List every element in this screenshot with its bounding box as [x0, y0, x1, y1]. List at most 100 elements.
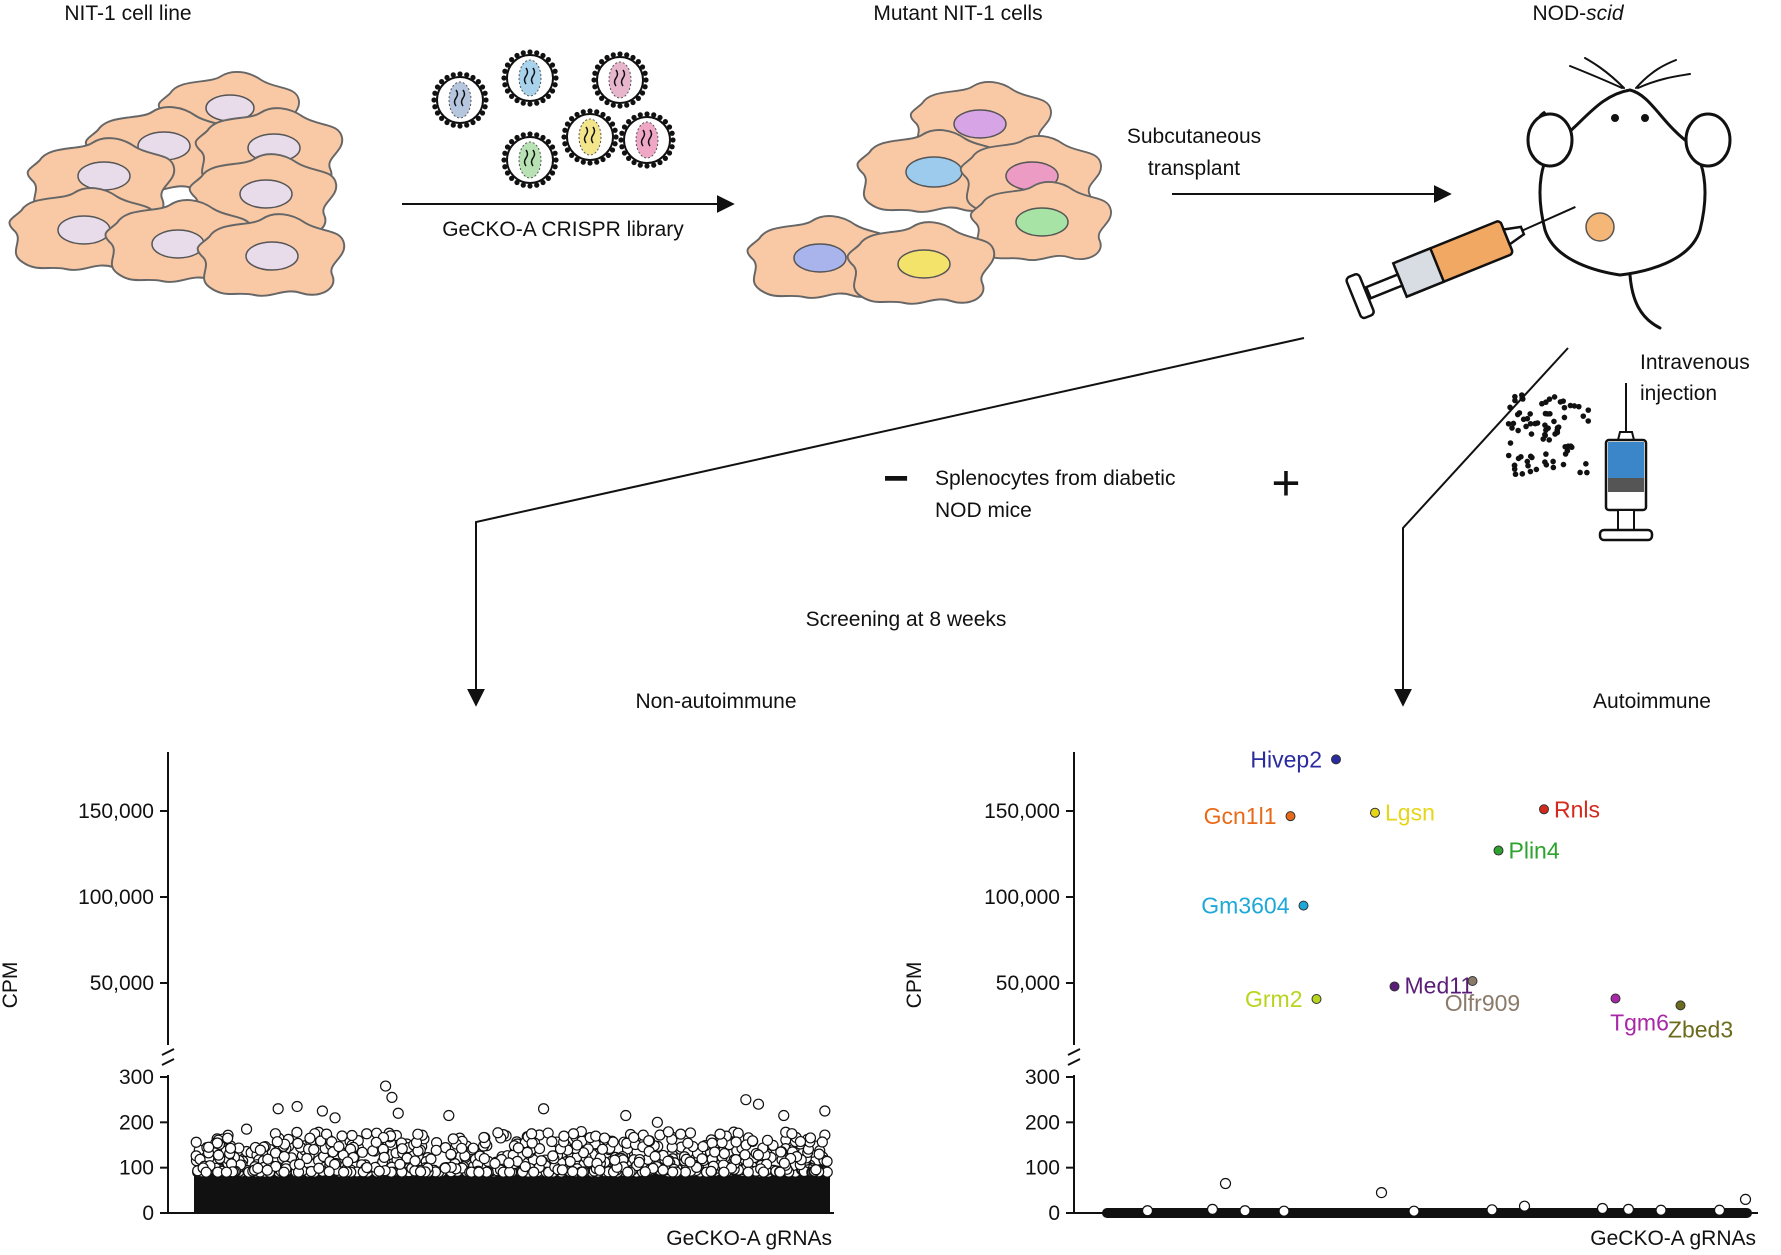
virus-spike [504, 144, 511, 150]
splenocyte-dot [1551, 394, 1558, 400]
virus-spike [609, 147, 616, 153]
virus-spike [644, 111, 650, 117]
data-point [293, 1158, 306, 1170]
data-point [519, 1160, 531, 1173]
virus-spike [574, 111, 580, 118]
data-point [567, 1128, 580, 1140]
virus-spike [540, 134, 546, 141]
gene-label-gm3604: Gm3604 [1201, 893, 1289, 919]
virus-spike [631, 159, 637, 166]
data-point [338, 1166, 350, 1178]
data-point [718, 1166, 730, 1178]
virus-spike [619, 144, 625, 150]
virus-spike [600, 111, 606, 118]
y-axis-break-mark [1067, 1048, 1081, 1066]
data-point-outlier [380, 1080, 392, 1092]
data-point [1278, 1205, 1290, 1217]
virus-spike [621, 150, 628, 156]
virus-spike [642, 84, 648, 90]
data-point [816, 1136, 828, 1148]
virus-spike [669, 144, 675, 150]
virus-capsid [578, 118, 602, 156]
virus-spike [635, 95, 641, 101]
virus-spike [470, 74, 476, 81]
screening-label: Screening at 8 weeks [806, 608, 1007, 631]
virus-spike [639, 64, 646, 70]
splenocyte-dot [1542, 422, 1548, 428]
mutant-cell-cluster [746, 80, 1113, 305]
data-point [1518, 1200, 1531, 1212]
data-point [786, 1128, 798, 1140]
splenocyte-dot [1510, 420, 1517, 427]
virus-spike [502, 164, 508, 170]
data-point-outlier [240, 1123, 253, 1135]
chart-non-autoimmune: Non-autoimmune010020030050,000100,000150… [0, 690, 834, 1250]
virus-spike [617, 51, 623, 57]
data-point [313, 1162, 325, 1174]
gene-label-gcn1l1: Gcn1l1 [1204, 803, 1277, 829]
data-point [430, 1144, 442, 1156]
splenocyte-dot [1565, 443, 1572, 449]
data-point [396, 1143, 408, 1155]
virus-spike [594, 109, 600, 115]
x-axis-label: GeCKO-A gRNAs [666, 1227, 832, 1250]
splenocyte-dot [1540, 436, 1547, 442]
virus-spike [564, 147, 571, 153]
data-point [810, 1164, 822, 1176]
virus-spike [450, 72, 456, 78]
virus-spike [464, 122, 470, 128]
splenocyte-dot [1519, 471, 1526, 477]
data-point [512, 1142, 524, 1154]
right-branch-arrow [1394, 347, 1569, 707]
virus-spike [502, 82, 508, 88]
data-point [821, 1155, 833, 1167]
data-point [200, 1166, 212, 1178]
data-point [662, 1126, 675, 1138]
virus-spike [594, 159, 600, 165]
data-point [361, 1128, 373, 1140]
gene-label-tgm6: Tgm6 [1610, 1009, 1669, 1035]
virus-spike [610, 52, 616, 58]
splenocyte-dot [1571, 403, 1578, 409]
splenocyte-dot [1505, 452, 1512, 459]
virus-spike [549, 144, 556, 150]
virus-spike [514, 97, 520, 104]
data-point [278, 1166, 290, 1178]
highlight-point-gcn1l1 [1285, 811, 1296, 822]
virus-spike [635, 59, 641, 65]
data-point [696, 1153, 708, 1165]
data-point [346, 1129, 358, 1142]
virus-spike [609, 121, 616, 127]
data-point [262, 1153, 274, 1165]
data-point [533, 1143, 546, 1155]
data-point [705, 1165, 717, 1177]
plus-symbol: + [1271, 455, 1300, 511]
y-tick-label: 150,000 [984, 800, 1060, 823]
splenocyte-dot [1584, 469, 1590, 476]
virus-spike [527, 49, 533, 55]
splenocyte-dot [1515, 455, 1522, 462]
virus-spike [527, 131, 533, 137]
data-point [1408, 1205, 1420, 1217]
splenocyte-dots [1505, 392, 1592, 478]
data-point [342, 1156, 354, 1168]
virus-spike [482, 90, 488, 96]
data-point [775, 1146, 787, 1158]
data-point [1206, 1203, 1219, 1215]
virus-spike [520, 182, 526, 188]
virus-spike [501, 75, 507, 81]
data-point [662, 1155, 674, 1167]
virus-spike [549, 170, 556, 176]
data-point [356, 1146, 368, 1158]
gene-label-plin4: Plin4 [1509, 838, 1560, 864]
data-point [697, 1140, 709, 1153]
data-point [1622, 1203, 1635, 1215]
virus-spike [434, 110, 441, 116]
splenocyte-dot [1585, 418, 1592, 424]
splenocyte-dot [1511, 462, 1518, 469]
virus-spike [564, 121, 571, 127]
data-point [1375, 1186, 1388, 1199]
virus-spike [617, 103, 623, 109]
virus-spike [540, 179, 546, 186]
